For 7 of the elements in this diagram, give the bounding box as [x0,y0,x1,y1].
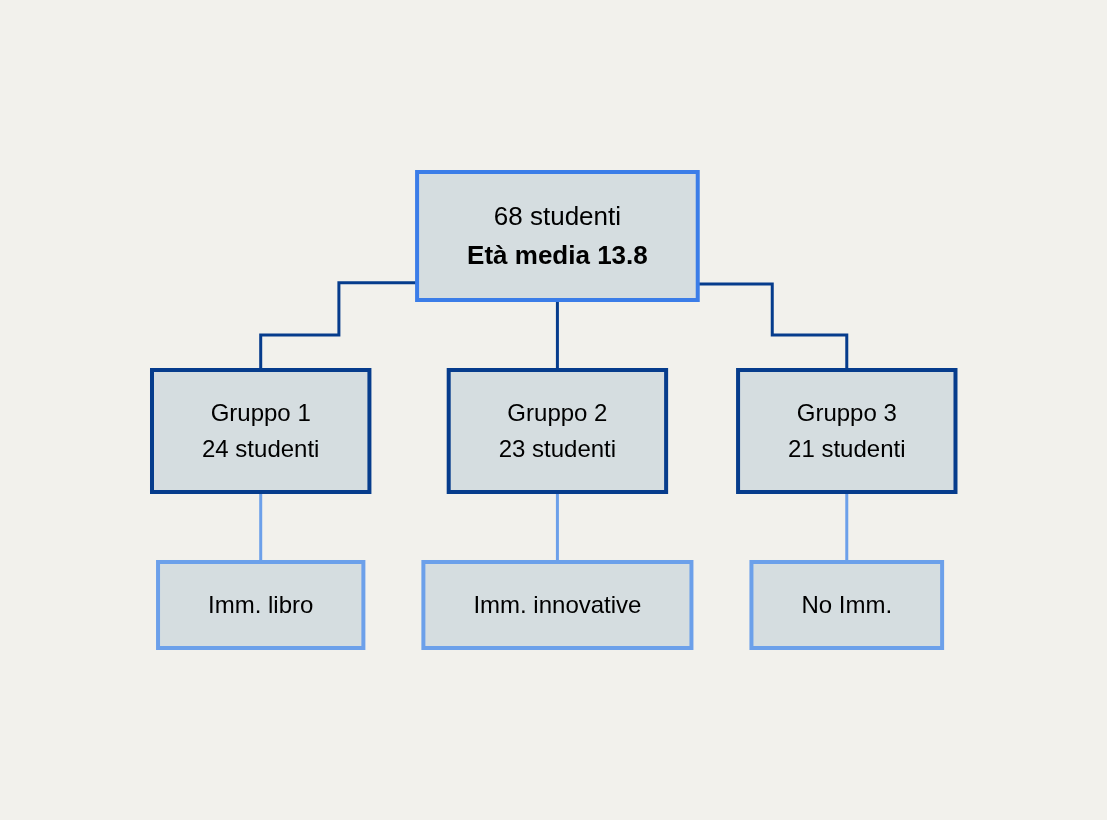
node-box: Imm. innovative [421,560,694,650]
node-box: Imm. libro [155,560,366,650]
node-box: 68 studenti Età media 13.8 [414,170,700,302]
node-box: Gruppo 1 24 studenti [149,368,372,494]
node-box: Gruppo 3 21 studenti [735,368,958,494]
node-box: No Imm. [749,560,944,650]
node-box: Gruppo 2 23 studenti [446,368,668,494]
